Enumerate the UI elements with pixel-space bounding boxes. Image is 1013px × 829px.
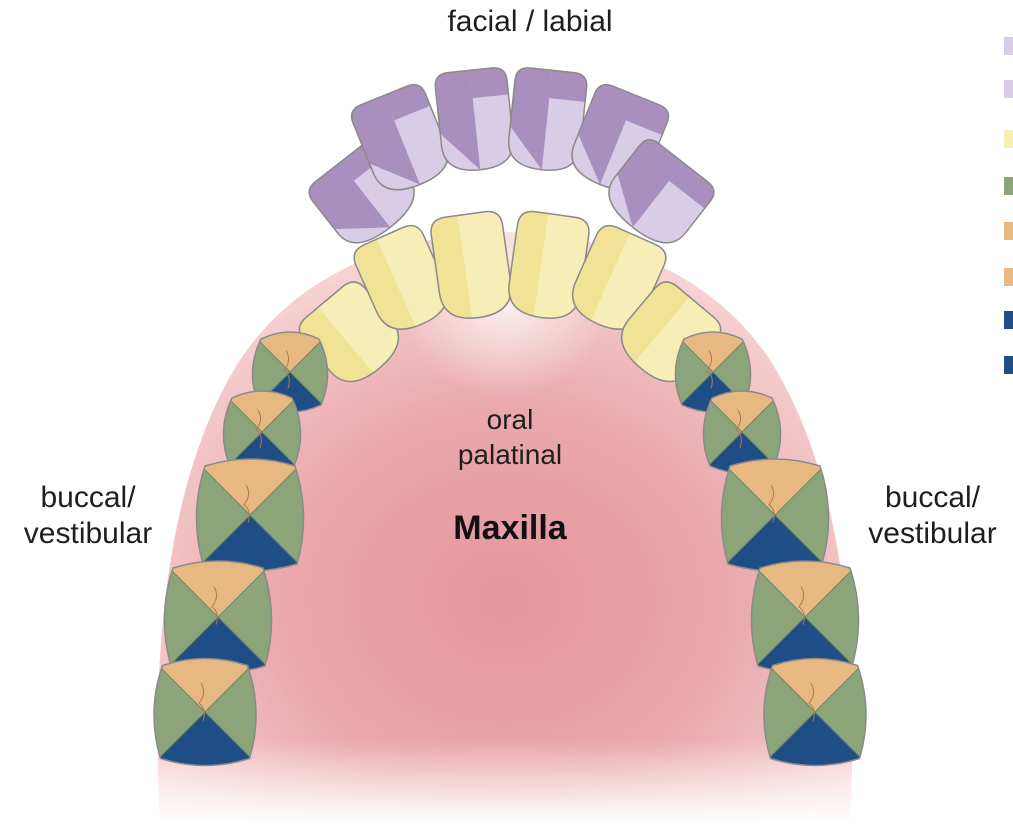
maxilla-label: Maxilla [400,508,620,549]
legend-swatch [1004,130,1013,148]
molar-tooth [710,450,840,580]
buccal-right-label: buccal/ vestibular [852,480,1013,552]
legend-swatch [1004,80,1013,98]
molar-tooth [753,650,878,775]
legend-swatch [1004,268,1013,286]
buccal-left-line2: vestibular [0,516,176,552]
buccal-right-line1: buccal/ [852,480,1013,516]
buccal-left-line1: buccal/ [0,480,176,516]
legend-swatch [1004,222,1013,240]
legend-swatch [1004,37,1013,55]
oral-label: oral palatinal [440,402,580,472]
buccal-left-label: buccal/ vestibular [0,480,176,552]
oral-label-line1: oral [440,402,580,437]
molar-tooth [143,650,268,775]
legend-swatch [1004,356,1013,374]
oral-label-line2: palatinal [440,437,580,472]
molar-tooth [185,450,315,580]
legend-swatch [1004,177,1013,195]
incisor-tooth [434,67,516,174]
buccal-right-line2: vestibular [852,516,1013,552]
legend-swatch [1004,311,1013,329]
facial-label: facial / labial [380,4,680,40]
